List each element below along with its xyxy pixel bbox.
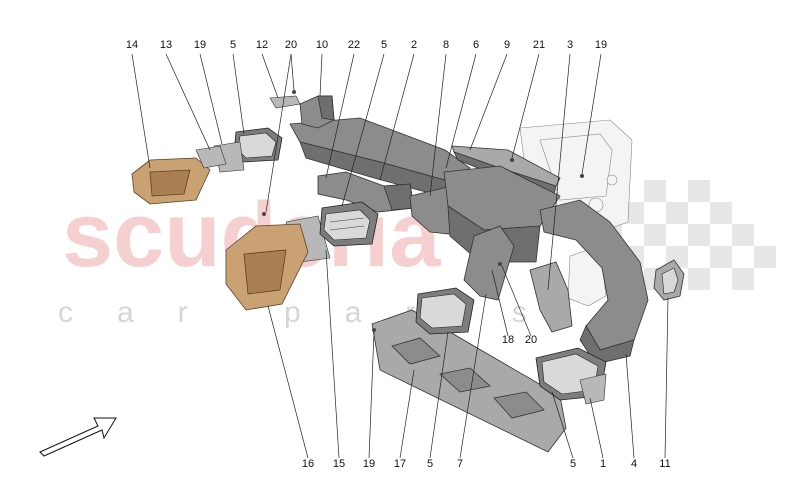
duct-3 <box>529 261 573 333</box>
left-outlet-duct-10 <box>299 95 335 129</box>
callout-c-5b: 5 <box>381 39 387 51</box>
callout-c-19b: 19 <box>595 39 607 51</box>
callout-c-13: 13 <box>160 39 172 51</box>
callout-c-15: 15 <box>333 458 345 470</box>
callout-c-14: 14 <box>126 39 138 51</box>
callout-c-2: 2 <box>411 39 417 51</box>
callout-c-19a: 19 <box>194 39 206 51</box>
callout-c-3: 3 <box>567 39 573 51</box>
callout-c-1: 1 <box>600 458 606 470</box>
callout-c-11: 11 <box>659 458 670 470</box>
callout-c-5d: 5 <box>570 458 576 470</box>
callout-c-5c: 5 <box>427 458 433 470</box>
duct-7 <box>463 225 515 301</box>
right-side-vent-11 <box>653 259 685 301</box>
callout-c-6: 6 <box>473 39 479 51</box>
callout-c-7: 7 <box>457 458 463 470</box>
callout-c-17: 17 <box>394 458 406 470</box>
callout-c-22: 22 <box>348 39 360 51</box>
screw-19b <box>580 174 584 178</box>
callout-c-19c: 19 <box>363 458 375 470</box>
leader-lines <box>131 53 669 459</box>
callout-c-16: 16 <box>302 458 314 470</box>
callout-c-20a: 20 <box>285 39 297 51</box>
floor-duct-4 <box>539 199 649 365</box>
callout-c-9: 9 <box>504 39 510 51</box>
callout-c-5a: 5 <box>230 39 236 51</box>
callout-c-12: 12 <box>256 39 268 51</box>
callout-c-18: 18 <box>502 334 514 346</box>
orientation-arrow-icon <box>39 417 117 457</box>
clip-12 <box>269 95 301 109</box>
callout-c-10: 10 <box>316 39 328 51</box>
screw-19c <box>372 328 376 332</box>
lower-center-vent-5 <box>415 287 475 335</box>
center-vent-bezel-16 <box>225 223 309 311</box>
lower-right-vent-1 <box>535 347 607 405</box>
lower-trim-panel-17 <box>371 309 567 453</box>
callout-c-20b: 20 <box>525 334 537 346</box>
callout-c-21: 21 <box>533 39 545 51</box>
left-vent-bezel-14 <box>131 145 227 205</box>
callout-c-4: 4 <box>631 458 637 470</box>
screw-21 <box>510 158 514 162</box>
screw-20b <box>498 262 502 266</box>
screw-20a <box>292 90 296 94</box>
screw-19 <box>262 212 266 216</box>
callout-c-8: 8 <box>443 39 449 51</box>
upper-left-vent-5 <box>213 127 283 173</box>
watermark-subtitle: car parts <box>58 296 571 329</box>
